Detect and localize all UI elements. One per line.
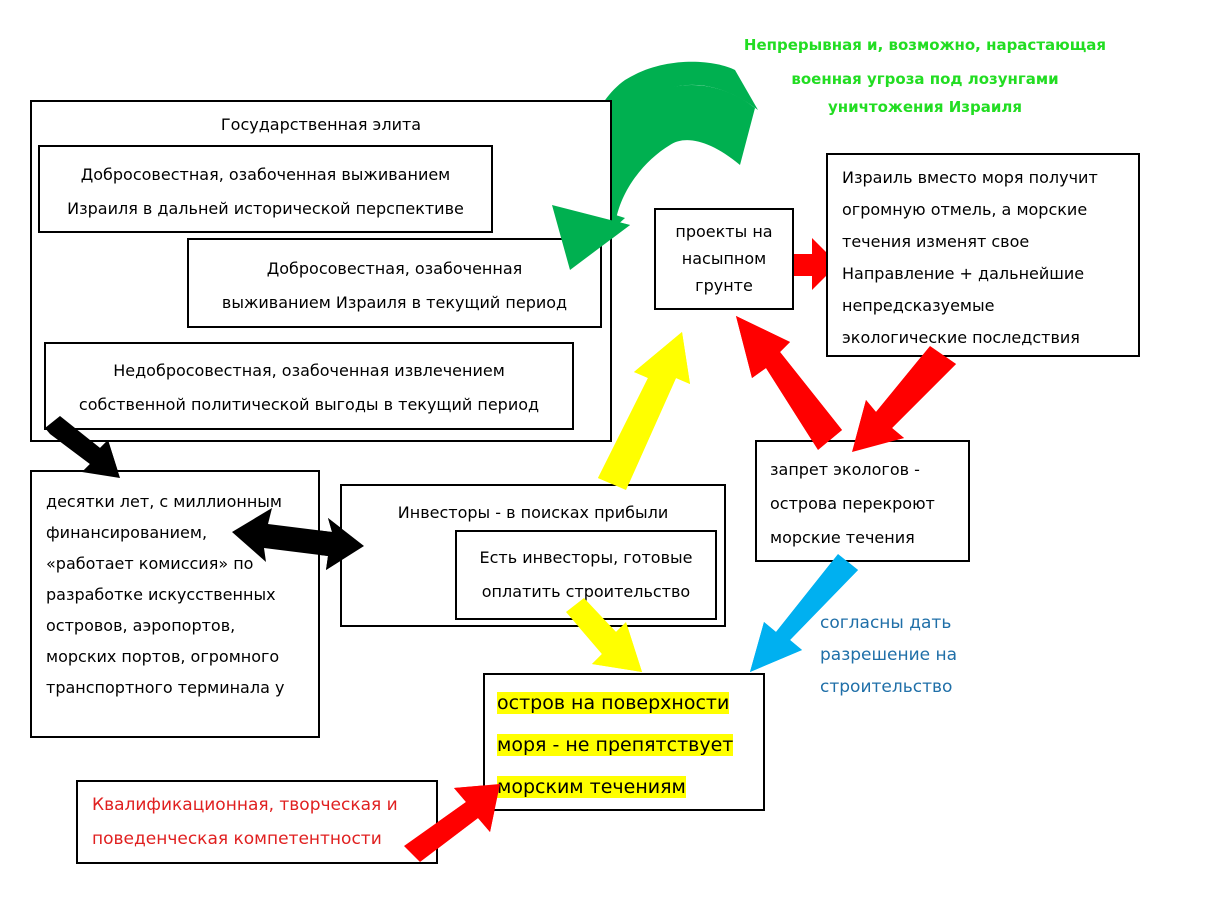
- commission-text: десятки лет, с миллионным финансирование…: [46, 486, 284, 703]
- projects-line-3: грунте: [695, 276, 753, 295]
- consent-line-1: согласны дать: [820, 613, 952, 633]
- island-line-2-text: моря - не препятствует: [497, 734, 734, 756]
- israel-line-3: течения изменят свое: [842, 232, 1030, 251]
- elite-long-term-line-2: Израиля в дальней исторической перспекти…: [67, 199, 464, 218]
- island-text: остров на поверхности моря - не препятст…: [497, 682, 734, 808]
- elite-current-text: Добросовестная, озабоченная выживанием И…: [187, 252, 602, 320]
- projects-line-2: насыпном: [681, 249, 767, 268]
- island-line-1-text: остров на поверхности: [497, 692, 730, 714]
- ecologists-line-1: запрет экологов -: [770, 460, 920, 479]
- threat-text: Непрерывная и, возможно, нарастающая вое…: [700, 28, 1150, 124]
- investors-ready-line-2: оплатить строительство: [481, 582, 691, 601]
- ecologists-line-3: морские течения: [770, 528, 915, 547]
- israel-line-1: Израиль вместо моря получит: [842, 168, 1098, 187]
- elite-dishonest-text: Недобросовестная, озабоченная извлечение…: [44, 354, 574, 422]
- elite-long-term-box: [38, 145, 493, 233]
- commission-line-7: транспортного терминала у: [46, 678, 285, 697]
- commission-line-6: морских портов, огромного: [46, 647, 280, 666]
- competence-box: [76, 780, 438, 864]
- commission-line-1: десятки лет, с миллионным: [46, 492, 282, 511]
- island-line-3-text: морским течениям: [497, 776, 686, 798]
- projects-line-1: проекты на: [675, 222, 773, 241]
- threat-line-2: военная угроза под лозунгами: [791, 70, 1059, 88]
- competence-text: Квалификационная, творческая и поведенче…: [92, 788, 398, 856]
- ecologists-ban-text: запрет экологов - острова перекроют морс…: [770, 453, 935, 555]
- elite-long-term-text: Добросовестная, озабоченная выживанием И…: [38, 158, 493, 226]
- israel-consequence-text: Израиль вместо моря получит огромную отм…: [842, 162, 1098, 354]
- investors-ready-line-1: Есть инвесторы, готовые: [479, 548, 693, 567]
- commission-line-3: «работает комиссия» по: [46, 554, 254, 573]
- commission-line-2: финансированием,: [46, 523, 208, 542]
- commission-line-4: разработке искусственных: [46, 585, 276, 604]
- consent-line-3: строительство: [820, 677, 953, 697]
- competence-line-1: Квалификационная, творческая и: [92, 795, 398, 815]
- green-curved-arrow-body: [580, 85, 755, 225]
- israel-line-6: экологические последствия: [842, 328, 1080, 347]
- ecologists-line-2: острова перекроют: [770, 494, 935, 513]
- ecologists-ban-box: [755, 440, 970, 562]
- elite-long-term-line-1: Добросовестная, озабоченная выживанием: [80, 165, 451, 184]
- projects-box: [654, 208, 794, 310]
- threat-line-1: Непрерывная и, возможно, нарастающая: [743, 36, 1107, 54]
- israel-line-5: непредсказуемые: [842, 296, 995, 315]
- investors-title: Инвесторы - в поисках прибыли: [397, 503, 669, 522]
- threat-line-3: уничтожения Израиля: [827, 98, 1023, 116]
- elite-current-line-2: выживанием Израиля в текущий период: [221, 293, 568, 312]
- state-elite-title: Государственная элита: [220, 115, 422, 134]
- elite-dishonest-line-2: собственной политической выгоды в текущи…: [78, 395, 540, 414]
- israel-line-2: огромную отмель, а морские: [842, 200, 1088, 219]
- israel-consequence-box: [826, 153, 1140, 357]
- elite-dishonest-line-1: Недобросовестная, озабоченная извлечение…: [113, 361, 505, 380]
- projects-text: проекты на насыпном грунте: [654, 218, 794, 299]
- red-arrow-right: [782, 238, 838, 290]
- red-arrow-down-left: [852, 346, 956, 452]
- commission-line-5: островов, аэропортов,: [46, 616, 236, 635]
- elite-current-line-1: Добросовестная, озабоченная: [266, 259, 523, 278]
- island-line-3: морским течениям: [497, 766, 733, 808]
- elite-dishonest-box: [44, 342, 574, 430]
- competence-line-2: поведенческая компетентности: [92, 829, 382, 849]
- israel-line-4: Направление + дальнейшие: [842, 264, 1085, 283]
- investors-ready-text: Есть инвесторы, готовые оплатить строите…: [455, 541, 717, 609]
- island-line-1: остров на поверхности: [497, 682, 733, 724]
- elite-current-box: [187, 238, 602, 328]
- consent-text: согласны дать разрешение на строительств…: [820, 607, 957, 703]
- island-line-2: моря - не препятствует: [497, 724, 734, 766]
- consent-line-2: разрешение на: [820, 645, 958, 665]
